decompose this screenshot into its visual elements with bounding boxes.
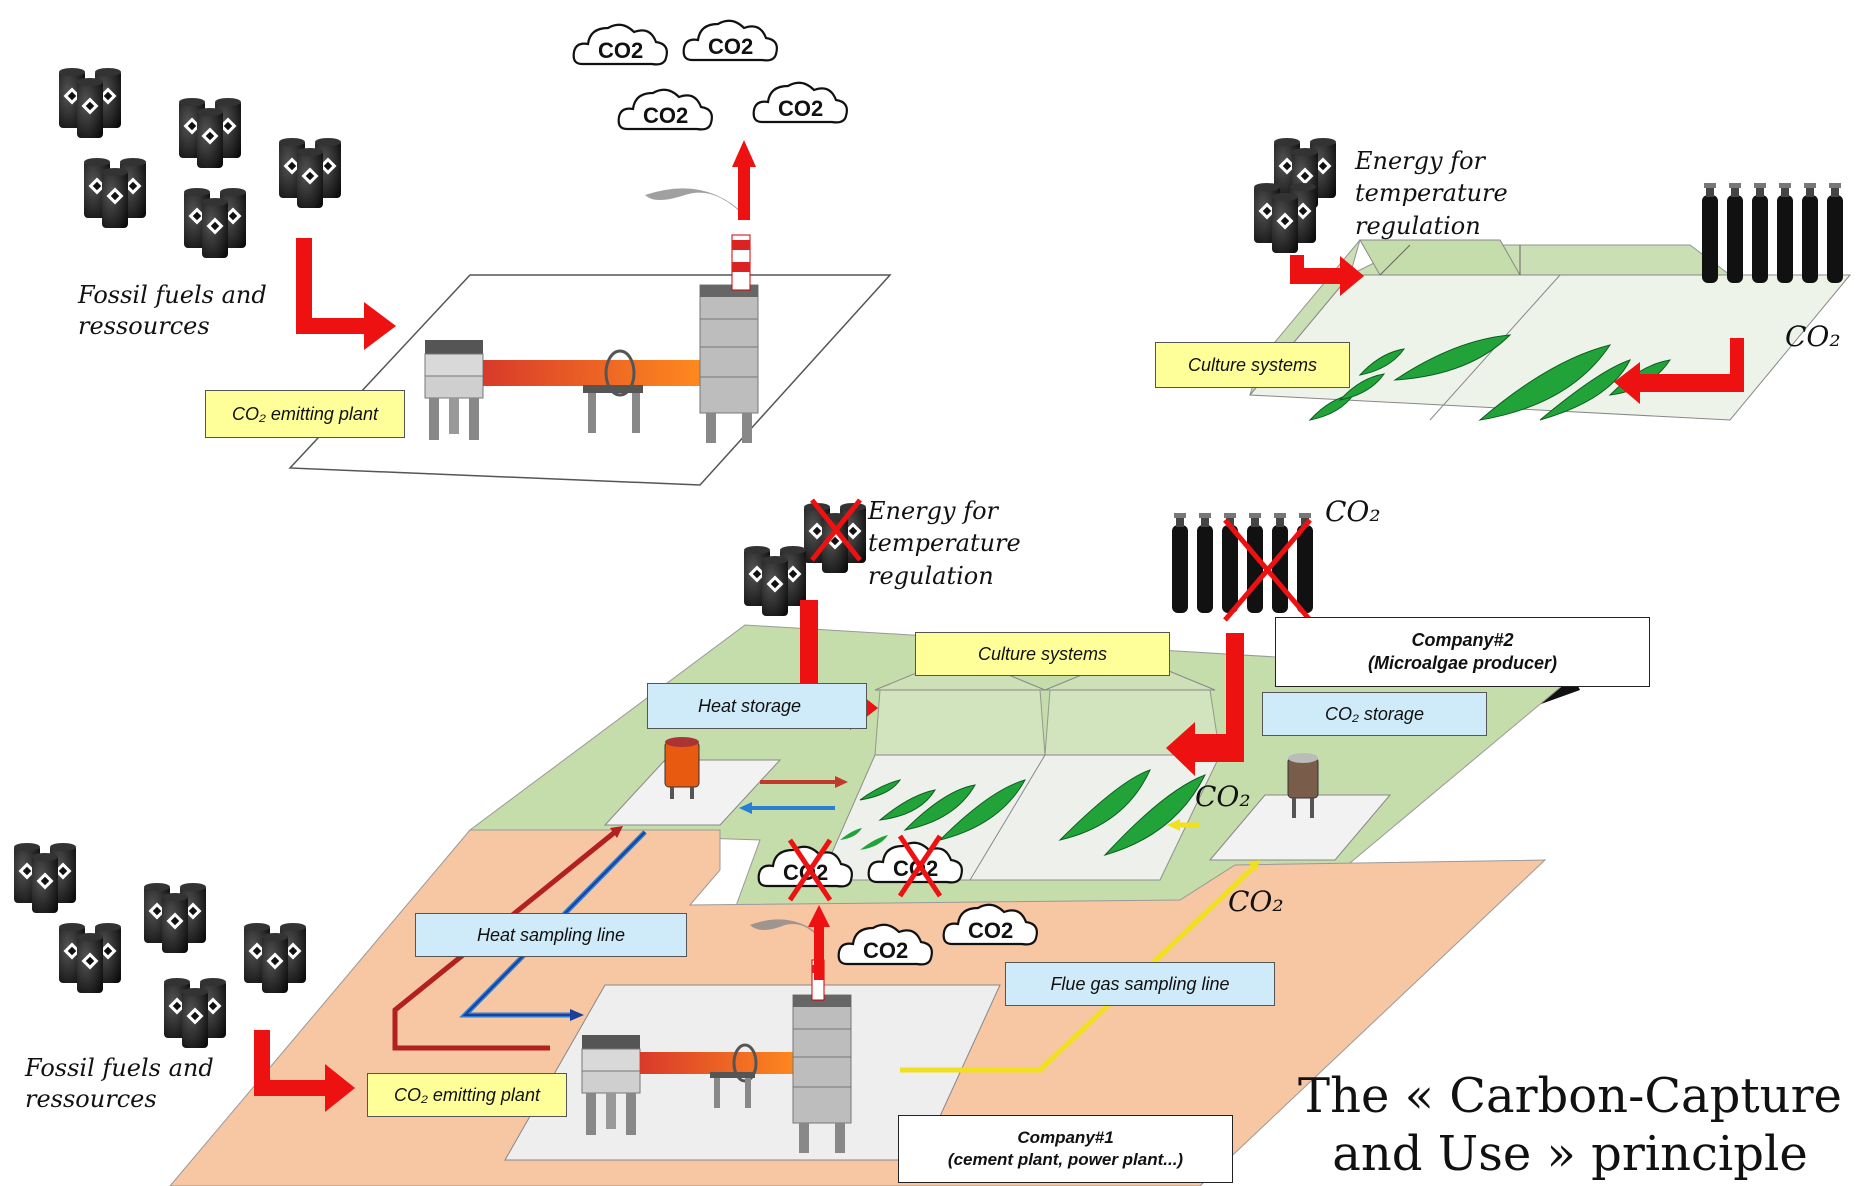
company2-title: Company#2	[1411, 629, 1514, 650]
cloud-text: CO2	[643, 103, 688, 128]
co2-storage-pad	[1208, 794, 1392, 861]
co2-storage-label-text: CO₂ storage	[1325, 703, 1424, 724]
energy-label-line: temperature	[1355, 179, 1508, 208]
co2-arrow-bottom	[1166, 633, 1244, 776]
emitting-plant-label-text: CO₂ emitting plant	[394, 1084, 540, 1105]
energy-label-line: regulation	[1355, 211, 1481, 240]
culture-systems-label-text: Culture systems	[1187, 354, 1318, 375]
co2-label-top: CO₂	[1785, 320, 1841, 353]
culture-systems-label-text: Culture systems	[977, 643, 1108, 664]
cloud-text: CO2	[778, 96, 823, 121]
cloud-text: CO2	[863, 938, 908, 963]
energy-barrels-top	[1254, 138, 1336, 253]
company1-box: Company#1 (cement plant, power plant...)	[898, 1115, 1233, 1183]
heat-storage-label-text: Heat storage	[698, 695, 802, 716]
energy-label-line: regulation	[868, 561, 994, 590]
culture-systems-label-bottom: Culture systems	[915, 632, 1170, 676]
heat-storage-tank	[664, 737, 700, 799]
energy-label-line: Energy for	[1355, 147, 1486, 175]
co2-bottles-label: CO₂	[1325, 495, 1381, 528]
fuel-arrow-top	[296, 238, 396, 350]
cloud-text: CO2	[968, 918, 1013, 943]
energy-arrow-top	[1290, 255, 1364, 296]
fossil-label-top: Fossil fuels and ressources	[78, 280, 267, 342]
co2-arrow-top	[1614, 338, 1744, 404]
fossil-label-line: Fossil fuels and	[25, 1054, 214, 1082]
cloud-text: CO2	[708, 34, 753, 59]
emitting-plant-bottom	[581, 919, 852, 1154]
title-line: The « Carbon-Capture	[1298, 1068, 1842, 1124]
co2-bottles-bottom	[1172, 513, 1313, 622]
company2-box: Company#2 (Microalgae producer)	[1275, 617, 1650, 687]
co2-clouds-bottom: CO2 CO2 CO2 CO2	[757, 834, 1038, 966]
title-line: and Use » principle	[1332, 1125, 1808, 1182]
fuel-arrow-bottom	[254, 1030, 355, 1112]
energy-barrels-bottom	[744, 498, 866, 616]
page-title: The « Carbon-Capture and Use » principle	[1290, 1068, 1850, 1183]
emitting-plant-top	[424, 188, 759, 444]
fossil-label-line: ressources	[25, 1085, 157, 1114]
flue-gas-label: Flue gas sampling line	[1005, 962, 1275, 1006]
fossil-label-bottom: Fossil fuels and ressources	[25, 1053, 214, 1115]
flue-gas-label-text: Flue gas sampling line	[1050, 973, 1230, 994]
heat-storage-label: Heat storage	[647, 683, 867, 729]
energy-label-top: Energy for temperature regulation	[1355, 145, 1508, 242]
emitting-plant-label-bottom: CO₂ emitting plant	[367, 1073, 567, 1117]
culture-systems-label-top: Culture systems	[1155, 342, 1350, 388]
emitting-plant-label-text: CO₂ emitting plant	[232, 403, 378, 424]
company1-title: Company#1	[1017, 1127, 1114, 1147]
fossil-label-line: ressources	[78, 312, 210, 341]
emitting-plant-label-top: CO₂ emitting plant	[205, 390, 405, 438]
co2-arrow-label-2: CO₂	[1228, 885, 1284, 918]
energy-label-bottom: Energy for temperature regulation	[868, 495, 1021, 592]
company1-subtitle: (cement plant, power plant...)	[947, 1150, 1184, 1169]
heat-sampling-label: Heat sampling line	[415, 913, 687, 957]
heat-sampling-label-text: Heat sampling line	[476, 924, 626, 945]
co2-arrow-label-1: CO₂	[1195, 780, 1251, 813]
co2-bottles-top	[1702, 183, 1843, 283]
cloud-text: CO2	[598, 38, 643, 63]
fossil-barrels-bottom	[14, 843, 306, 1048]
company2-subtitle: (Microalgae producer)	[1367, 653, 1558, 673]
energy-label-line: temperature	[868, 529, 1021, 558]
greenhouse-bottom	[819, 654, 1221, 881]
fossil-label-line: Fossil fuels and	[78, 281, 267, 309]
co2-clouds-top: CO2 CO2 CO2 CO2	[572, 19, 848, 131]
energy-label-line: Energy for	[868, 497, 999, 525]
flue-gas-line	[900, 864, 1257, 1073]
co2-up-arrow-top	[738, 165, 750, 220]
fossil-barrels-top	[59, 68, 341, 258]
co2-up-arrow-bottom	[814, 925, 824, 980]
co2-storage-label: CO₂ storage	[1262, 692, 1487, 736]
co2-storage-tank	[1287, 753, 1319, 818]
